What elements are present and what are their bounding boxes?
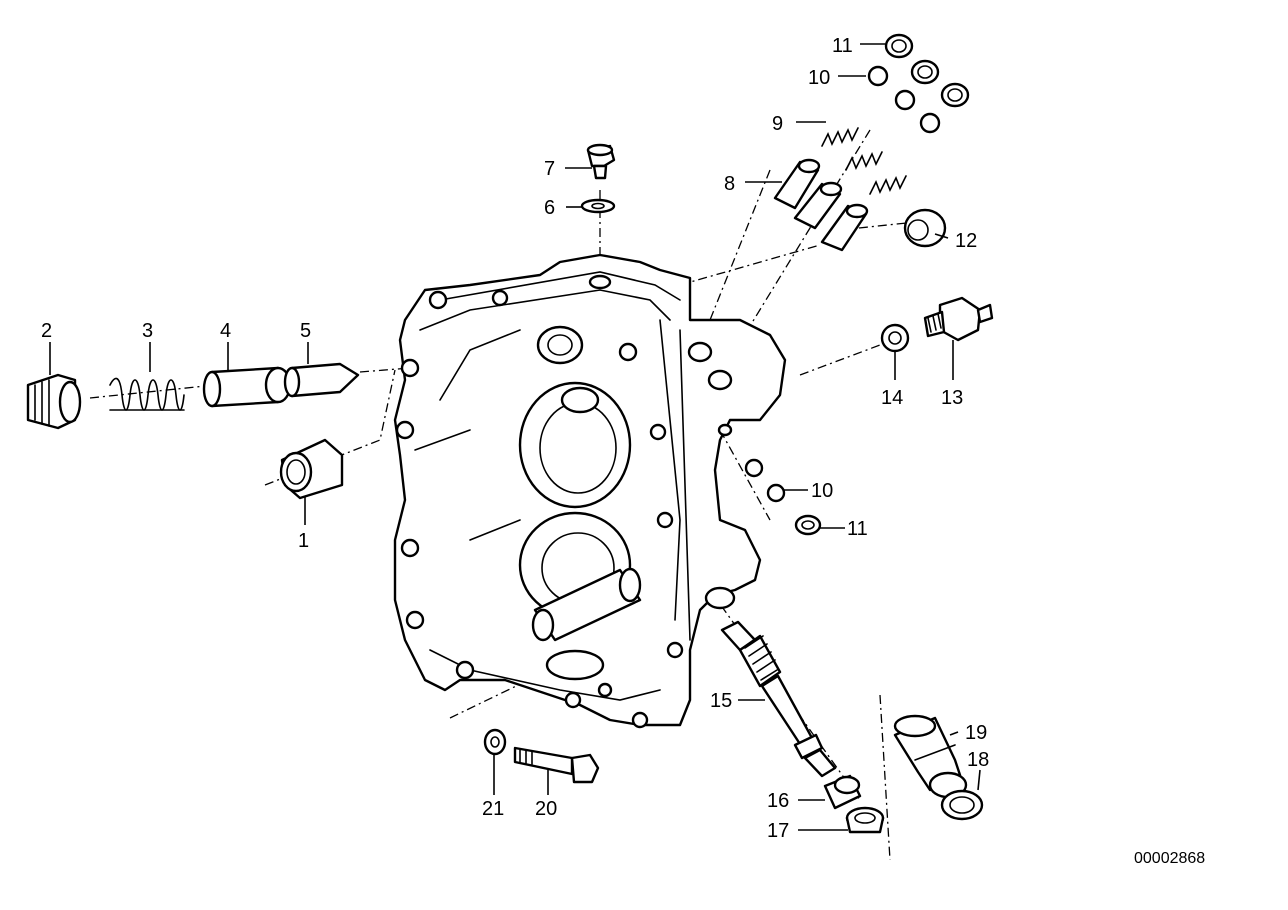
balls-10b <box>744 458 786 503</box>
caps-11 <box>884 33 970 108</box>
washer-14 <box>880 323 910 353</box>
label-9: 9 <box>772 113 783 135</box>
reference-number: 00002868 <box>1134 850 1205 867</box>
sleeve-4 <box>202 366 292 408</box>
label-12: 12 <box>955 230 977 252</box>
label-20: 20 <box>535 798 557 820</box>
label-14: 14 <box>881 387 903 409</box>
bolt-20 <box>513 746 600 784</box>
label-5: 5 <box>300 320 311 342</box>
label-17: 17 <box>767 820 789 842</box>
gearbox-housing <box>393 253 787 729</box>
label-16: 16 <box>767 790 789 812</box>
cap-11b <box>794 514 822 536</box>
part-labels: 2 3 4 5 1 7 6 8 9 10 11 12 14 13 10 11 1… <box>41 35 989 842</box>
label-2: 2 <box>41 320 52 342</box>
seal-12 <box>903 208 947 248</box>
bolt-7 <box>586 143 616 180</box>
washer-21 <box>483 728 507 756</box>
ring-17 <box>845 806 885 834</box>
gear-shaft-15 <box>720 620 837 778</box>
label-8: 8 <box>724 173 735 195</box>
label-3: 3 <box>142 320 153 342</box>
bushing-1 <box>279 438 344 500</box>
label-18: 18 <box>967 749 989 771</box>
label-15: 15 <box>710 690 732 712</box>
plug-2 <box>26 373 82 430</box>
label-11b: 11 <box>847 518 868 540</box>
washer-6 <box>580 198 616 214</box>
label-21: 21 <box>482 798 504 820</box>
oring-18 <box>940 789 984 821</box>
springs-9 <box>821 127 907 195</box>
label-6: 6 <box>544 197 555 219</box>
sleeve-19 <box>893 714 968 799</box>
label-10b: 10 <box>811 480 833 502</box>
label-7: 7 <box>544 158 555 180</box>
label-13: 13 <box>941 387 963 409</box>
leader-lines <box>49 43 981 831</box>
shift-rods-8 <box>773 158 869 252</box>
plunger-5 <box>283 362 360 398</box>
switch-13 <box>923 296 994 342</box>
label-1: 1 <box>298 530 309 552</box>
spring-3 <box>109 377 185 411</box>
bush-16 <box>823 774 862 810</box>
balls-10 <box>867 65 941 134</box>
label-4: 4 <box>220 320 231 342</box>
label-11: 11 <box>832 35 853 57</box>
label-10: 10 <box>808 67 830 89</box>
label-19: 19 <box>965 722 987 744</box>
